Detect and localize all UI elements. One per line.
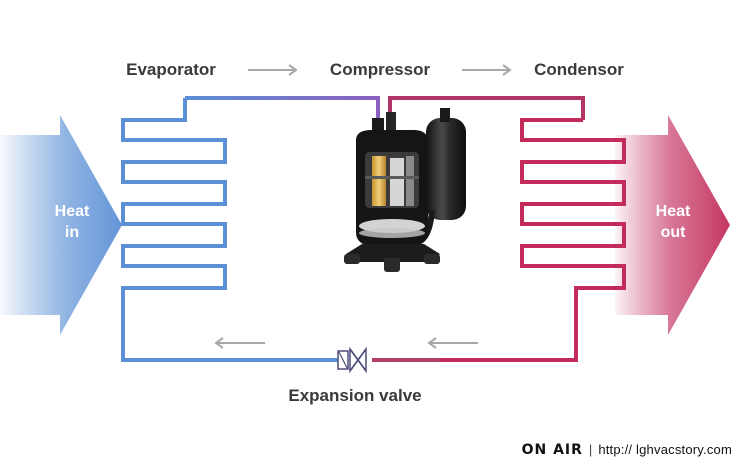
brand-logo: ON AIR (521, 442, 583, 458)
evaporator-label: Evaporator (126, 60, 216, 79)
discharge-line (388, 96, 585, 132)
expansion-valve-icon (337, 346, 367, 374)
heat-in-label-line1: Heat (55, 203, 90, 220)
heat-out-arrow (615, 115, 730, 335)
compressor-icon (344, 108, 466, 272)
heat-out-label-line2: out (661, 224, 687, 241)
flow-arrow-evaporator-to-compressor (248, 64, 298, 76)
flow-arrow-compressor-to-condensor (462, 64, 512, 76)
evaporator-coil (121, 98, 338, 362)
source-url: http:// lghvacstory.com (598, 442, 732, 457)
flow-arrow-bottom-right (427, 337, 478, 349)
condenser-coil (372, 118, 626, 362)
flow-arrow-bottom-left (214, 337, 265, 349)
compressor-label: Compressor (330, 60, 431, 79)
heat-in-arrow (0, 115, 122, 335)
expansion-valve-label: Expansion valve (288, 386, 421, 405)
heat-out-label-line1: Heat (656, 203, 691, 220)
footer-credit: ON AIR | http:// lghvacstory.com (522, 442, 732, 458)
suction-line (185, 96, 380, 132)
footer-separator: | (588, 442, 593, 457)
heat-in-label-line2: in (65, 224, 79, 241)
condensor-label: Condensor (534, 60, 624, 79)
